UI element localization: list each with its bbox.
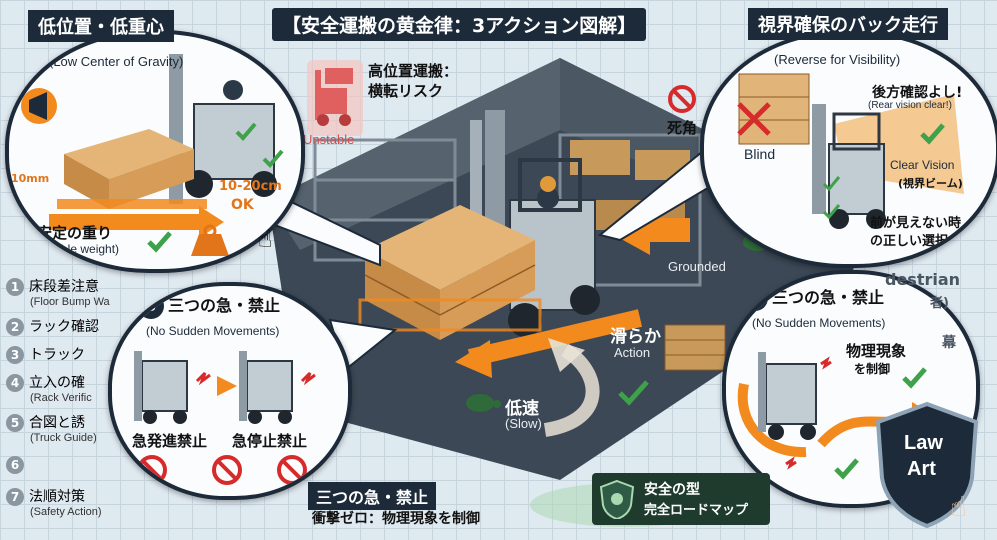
path-arrow bbox=[455, 309, 643, 437]
list-num-6: 6 bbox=[6, 456, 24, 474]
list-en-4: (Rack Verific bbox=[30, 392, 92, 404]
hand-click-icon: ☝ bbox=[950, 490, 968, 523]
no-entry-icon-1 bbox=[137, 455, 167, 485]
no-sudden-start-label: 急発進禁止 bbox=[132, 432, 208, 450]
list-item-4: 4 立入の確 bbox=[6, 372, 85, 392]
low-center-sub: (Low Center of Gravity) bbox=[49, 54, 184, 69]
small-pallet-stack bbox=[664, 324, 726, 371]
reverse-visibility-illustration bbox=[737, 73, 964, 229]
pedestrian-partial-line2: 者) bbox=[930, 296, 949, 311]
list-num-2: 2 bbox=[6, 318, 24, 336]
low-center-heading: 低位置・低重心 bbox=[28, 10, 174, 42]
low-center-circle: (Low Center of Gravity) 10mm 10-20cm OK … bbox=[5, 30, 305, 273]
no-entry-icons-row bbox=[137, 455, 307, 485]
reverse-visibility-heading: 視界確保のバック走行 bbox=[748, 8, 948, 40]
ok-label: OK bbox=[231, 197, 254, 213]
clear-vision-en: Clear Vision bbox=[890, 158, 955, 172]
rear-check-en: (Rear vision clear!) bbox=[868, 100, 952, 111]
stable-weight-en: (Stable weight) bbox=[39, 242, 120, 256]
low-center-illustration bbox=[21, 54, 284, 256]
slow-label-en: (Slow) bbox=[505, 416, 542, 431]
safety-checklist: 1 床段差注意 (Floor Bump Wa 2 ラック確認 3 トラック 4 立入の確… bbox=[0, 270, 110, 530]
no-sudden-stop-label: 急停止禁止 bbox=[232, 432, 308, 450]
bottom-banner-sub: 衝撃ゼロ：物理現象を制御 bbox=[312, 511, 480, 527]
slow-label-jp: 低速 bbox=[505, 399, 539, 419]
badge-line2: Art bbox=[907, 458, 936, 480]
pallet-load bbox=[358, 205, 542, 340]
sudden-movement-illustration bbox=[134, 351, 316, 424]
list-en-1: (Floor Bump Wa bbox=[30, 296, 110, 308]
no-sudden-left-heading-text: 三つの急・禁止 bbox=[168, 296, 281, 315]
law-art-shield-badge bbox=[875, 401, 979, 529]
list-jp-1: 床段差注意 bbox=[29, 279, 99, 295]
bottom-banner-heading: 三つの急・禁止 bbox=[308, 482, 437, 510]
list-item-1: 1 床段差注意 bbox=[6, 276, 99, 296]
list-num-3: 3 bbox=[6, 346, 24, 364]
reverse-visibility-circle: (Reverse for Visibility) Blind 後方確認よし! (… bbox=[700, 30, 997, 268]
roadmap-line2: 完全ロードマップ bbox=[644, 503, 749, 518]
rear-check-jp: 後方確認よし! bbox=[872, 85, 963, 101]
unstable-label-line2: 横転リスク bbox=[368, 82, 444, 100]
roadmap-panel: 安全の型 完全ロードマップ bbox=[592, 473, 770, 525]
no-sudden-right-num: 3 bbox=[742, 285, 768, 311]
no-entry-icon-blind bbox=[668, 85, 696, 113]
list-jp-2: ラック確認 bbox=[29, 319, 99, 335]
blind-label-en: Blind bbox=[744, 146, 776, 162]
badge-line1: Law bbox=[904, 432, 943, 454]
list-item-3: 3 トラック bbox=[6, 344, 85, 364]
list-num-4: 4 bbox=[6, 374, 24, 392]
list-item-2: 2 ラック確認 bbox=[6, 316, 99, 336]
pedestrian-partial-line1: destrian bbox=[885, 270, 961, 289]
page-title: 【安全運搬の黄金律：3アクション図解】 bbox=[272, 8, 647, 41]
pedestrian-partial-line3: 幕 bbox=[942, 335, 956, 351]
rack-arrow bbox=[605, 205, 690, 255]
no-entry-icon-2 bbox=[212, 455, 242, 485]
physics-line1: 物理現象 bbox=[846, 342, 907, 360]
list-item-6: 6 bbox=[6, 456, 29, 474]
no-sudden-left-num: 3 bbox=[138, 293, 164, 319]
list-jp-4: 立入の確 bbox=[29, 375, 85, 391]
height-ok-label: 10-20cm bbox=[219, 179, 282, 194]
no-sudden-left-sub: (No Sudden Movements) bbox=[146, 324, 280, 338]
clear-vision-jp: (視界ビーム) bbox=[898, 177, 963, 190]
hand-pointer-icon: ☝ bbox=[258, 225, 273, 253]
grounded-label: Grounded bbox=[668, 259, 726, 274]
physics-line2: を制御 bbox=[854, 362, 891, 376]
unstable-label-en: Unstable bbox=[303, 132, 355, 147]
turtle-icon-slow bbox=[466, 394, 501, 412]
stable-weight-jp: 安定の重り bbox=[37, 224, 113, 242]
list-jp-3: トラック bbox=[29, 347, 85, 363]
blind-label-jp: 死角 bbox=[667, 119, 698, 137]
height-low-label: 10mm bbox=[11, 172, 50, 185]
correct-choice-line1: 前が見えない時 bbox=[870, 216, 962, 231]
check-icon-smooth bbox=[618, 380, 649, 406]
list-item-7: 7 法順対策 bbox=[6, 486, 85, 506]
roadmap-line1: 安全の型 bbox=[644, 482, 700, 498]
list-num-5: 5 bbox=[6, 414, 24, 432]
list-jp-7: 法順対策 bbox=[29, 489, 85, 505]
correct-choice-line2: の正しい選択 bbox=[870, 234, 949, 249]
smooth-label-en: Action bbox=[614, 345, 651, 360]
list-num-1: 1 bbox=[6, 278, 24, 296]
list-jp-5: 合図と誘 bbox=[29, 415, 85, 431]
shield-hand-icon bbox=[599, 479, 635, 519]
list-num-7: 7 bbox=[6, 488, 24, 506]
no-sudden-right-sub: (No Sudden Movements) bbox=[752, 316, 886, 330]
smooth-label-jp: 滑らか bbox=[610, 327, 661, 347]
list-en-5: (Truck Guide) bbox=[30, 432, 97, 444]
unstable-forklift-icon bbox=[307, 60, 363, 136]
no-entry-icon-3 bbox=[277, 455, 307, 485]
reverse-visibility-sub: (Reverse for Visibility) bbox=[774, 52, 901, 67]
no-sudden-right-heading-text: 三つの急・禁止 bbox=[772, 288, 885, 307]
list-item-5: 5 合図と誘 bbox=[6, 412, 85, 432]
unstable-label-line1: 高位置運搬： bbox=[368, 62, 459, 80]
warehouse-back-wall-left bbox=[268, 58, 560, 250]
list-en-7: (Safety Action) bbox=[30, 506, 102, 518]
